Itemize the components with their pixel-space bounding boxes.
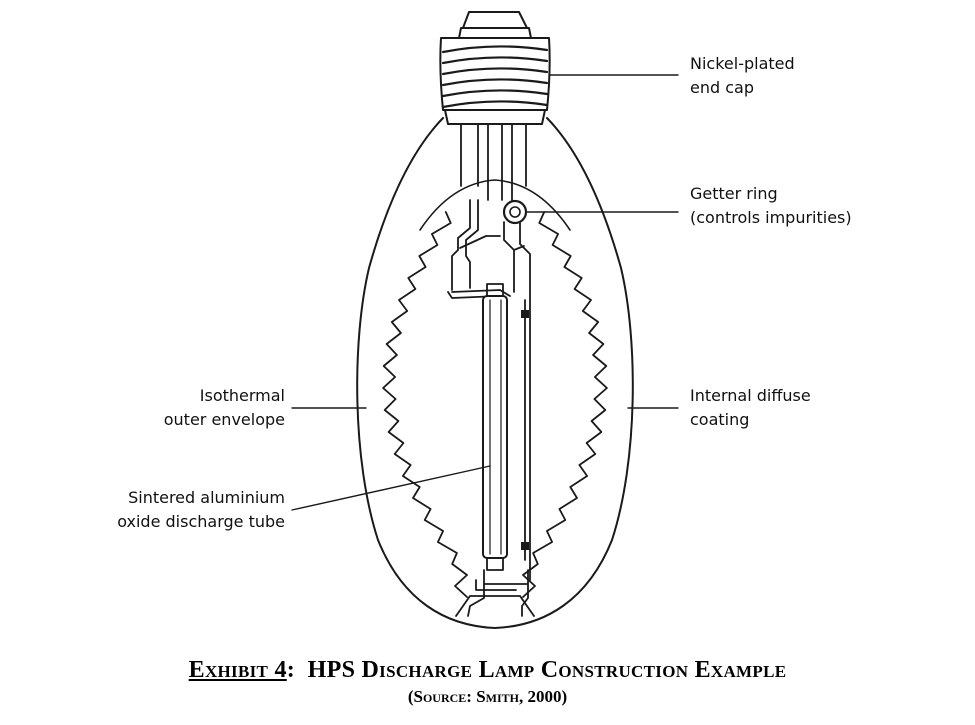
label-diffuse-coating: Internal diffuse coating [690, 384, 811, 432]
label-diffuse-coating-line1: Internal diffuse [690, 386, 811, 405]
getter-ring [502, 199, 528, 225]
label-outer-envelope-line1: Isothermal [199, 386, 285, 405]
label-discharge-tube-line2: oxide discharge tube [117, 512, 285, 531]
leader-discharge-tube [291, 465, 491, 511]
label-outer-envelope: Isothermal outer envelope [164, 384, 285, 432]
label-outer-envelope-line2: outer envelope [163, 410, 285, 429]
label-discharge-tube: Sintered aluminium oxide discharge tube [117, 486, 285, 534]
caption-exhibit: Exhibit 4 [188, 657, 287, 683]
end-cap-threads [441, 45, 549, 109]
figure-source: (Source: Smith, 2000) [407, 687, 568, 706]
thread-line [441, 78, 549, 87]
label-discharge-tube-line1: Sintered aluminium [128, 488, 285, 507]
label-diffuse-coating-line2: coating [690, 410, 750, 429]
outer-envelope [356, 117, 634, 629]
leader-lines [291, 74, 679, 511]
label-end-cap-line1: Nickel-plated [690, 54, 795, 73]
label-end-cap-line2: end cap [690, 78, 754, 97]
wire-band-lower [521, 542, 529, 550]
thread-line [441, 45, 549, 54]
bottom-support [455, 569, 535, 617]
thread-line [441, 100, 549, 109]
thread-line [441, 67, 549, 76]
wire-band-upper [521, 310, 529, 318]
end-cap [439, 11, 551, 125]
label-getter-ring-line1: Getter ring [690, 184, 778, 203]
label-getter-ring: Getter ring (controls impurities) [690, 182, 852, 230]
thread-line [441, 89, 549, 98]
caption-title: HPS Discharge Lamp Construction Example [307, 657, 787, 683]
caption-separator: : [286, 657, 296, 683]
thread-line [441, 56, 549, 65]
label-end-cap: Nickel-plated end cap [690, 52, 795, 100]
label-getter-ring-line2: (controls impurities) [690, 208, 852, 227]
stem-wires [460, 123, 527, 201]
mount-frame [447, 199, 531, 581]
internal-diffuse-coating [382, 211, 608, 598]
discharge-tube [482, 283, 508, 571]
inner-dome [419, 179, 571, 231]
figure-caption: Exhibit 4: HPS Discharge Lamp Constructi… [0, 657, 975, 684]
